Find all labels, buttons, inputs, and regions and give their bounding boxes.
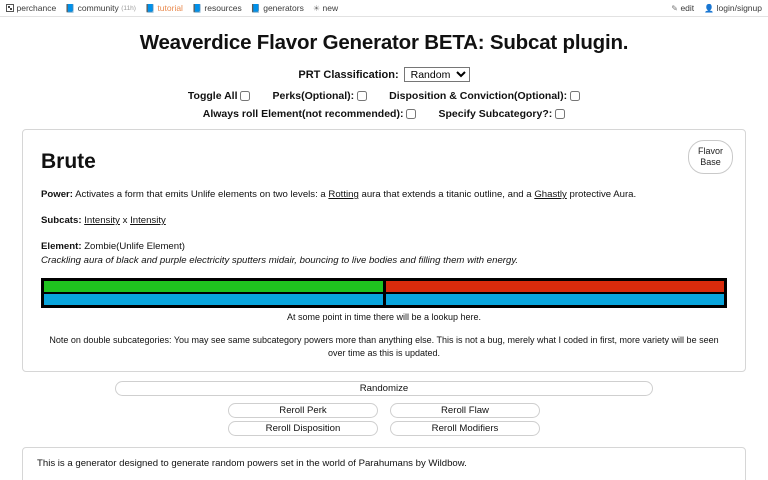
- randomize-button[interactable]: Randomize: [115, 381, 653, 396]
- checkbox-always-roll-element[interactable]: [406, 109, 417, 119]
- element-paragraph: Element: Zombie(Unlife Element) Cracklin…: [41, 240, 733, 267]
- prt-classification-label: PRT Classification:: [298, 68, 399, 81]
- globe-icon: ☀: [312, 3, 321, 13]
- prt-classification-row: PRT Classification: Random: [0, 67, 768, 82]
- power-paragraph: Power: Activates a form that emits Unlif…: [41, 188, 733, 201]
- double-subcategory-note: Note on double subcategories: You may se…: [49, 335, 719, 358]
- color-bar-bottom-row: [44, 294, 724, 305]
- subcats-label: Subcats:: [41, 215, 82, 226]
- reroll-flaw-button[interactable]: Reroll Flaw: [390, 403, 540, 418]
- controls-panel: PRT Classification: Random Toggle All Pe…: [0, 67, 768, 120]
- checkbox-specify-subcategory[interactable]: [555, 109, 566, 119]
- nav-item-resources[interactable]: 📘 resources: [192, 3, 242, 13]
- book-icon: 📘: [65, 3, 76, 13]
- book-icon: 📘: [191, 3, 202, 13]
- options-row-2: Always roll Element(not recommended): Sp…: [0, 108, 768, 120]
- nav-item-tutorial[interactable]: 📘 tutorial: [145, 3, 183, 13]
- reroll-modifiers-button[interactable]: Reroll Modifiers: [390, 421, 540, 436]
- nav-label-generators: generators: [263, 3, 304, 13]
- element-label: Element:: [41, 241, 82, 252]
- flavor-base-button[interactable]: Flavor Base: [687, 140, 733, 174]
- pencil-icon: ✎: [671, 3, 678, 13]
- checkbox-disposition-conviction[interactable]: [570, 91, 581, 101]
- power-link-rotting[interactable]: Rotting: [328, 189, 359, 200]
- nav-label-new: new: [322, 3, 339, 13]
- perchance-logo-icon: [6, 4, 14, 12]
- subcats-paragraph: Subcats: Intensity x Intensity: [41, 214, 733, 227]
- option-label-perks: Perks(Optional):: [272, 90, 355, 102]
- option-always-roll-element[interactable]: Always roll Element(not recommended):: [203, 108, 417, 120]
- description-text: This is a generator designed to generate…: [37, 458, 467, 469]
- option-disposition-conviction[interactable]: Disposition & Conviction(Optional):: [389, 90, 581, 102]
- element-value: Zombie(Unlife Element): [81, 241, 185, 252]
- nav-label-login-signup: login/signup: [716, 3, 762, 13]
- option-label-disposition-conviction: Disposition & Conviction(Optional):: [389, 90, 568, 102]
- top-navigation-bar: perchance 📘 community (11h) 📘 tutorial 📘…: [0, 0, 768, 17]
- reroll-column-left: Reroll Perk Reroll Disposition: [228, 403, 378, 436]
- color-bar-top-row: [44, 281, 724, 292]
- subcat-link-b[interactable]: Intensity: [130, 215, 166, 226]
- randomize-row: Randomize: [0, 381, 768, 396]
- power-label: Power:: [41, 189, 73, 200]
- nav-sub-community: (11h): [121, 4, 136, 12]
- page-title: Weaverdice Flavor Generator BETA: Subcat…: [139, 31, 629, 54]
- book-icon: 📘: [144, 3, 155, 13]
- nav-label-resources: resources: [204, 3, 242, 13]
- subcat-link-a[interactable]: Intensity: [84, 215, 120, 226]
- nav-item-login-signup[interactable]: 👤 login/signup: [704, 3, 762, 13]
- result-card: Brute Flavor Base Power: Activates a for…: [22, 129, 746, 372]
- color-segment-bottom-right: [385, 294, 724, 305]
- flavor-color-bars: [41, 278, 727, 308]
- checkbox-toggle-all[interactable]: [240, 91, 251, 101]
- option-label-toggle-all: Toggle All: [187, 90, 238, 102]
- nav-right-group: ✎ edit 👤 login/signup: [671, 3, 762, 13]
- nav-left-group: perchance 📘 community (11h) 📘 tutorial 📘…: [6, 3, 338, 13]
- nav-label-community: community: [77, 3, 119, 13]
- result-card-header: Brute Flavor Base: [35, 140, 733, 174]
- nav-label-perchance: perchance: [16, 3, 57, 13]
- result-heading: Brute: [41, 150, 96, 173]
- element-description: Crackling aura of black and purple elect…: [41, 255, 519, 266]
- option-specify-subcategory[interactable]: Specify Subcategory?:: [438, 108, 566, 120]
- description-card: This is a generator designed to generate…: [22, 447, 746, 480]
- nav-label-tutorial: tutorial: [157, 3, 183, 13]
- nav-item-new[interactable]: ☀ new: [313, 3, 338, 13]
- nav-item-perchance[interactable]: perchance: [6, 3, 56, 13]
- nav-item-generators[interactable]: 📘 generators: [251, 3, 304, 13]
- color-segment-top-right: [385, 281, 724, 292]
- checkbox-perks[interactable]: [357, 91, 368, 101]
- power-text-part3: protective Aura.: [566, 189, 637, 200]
- prt-classification-select[interactable]: Random: [403, 67, 470, 82]
- color-segment-top-left: [44, 281, 383, 292]
- reroll-perk-button[interactable]: Reroll Perk: [228, 403, 378, 418]
- reroll-column-right: Reroll Flaw Reroll Modifiers: [390, 403, 540, 436]
- option-perks[interactable]: Perks(Optional):: [272, 90, 368, 102]
- options-row-1: Toggle All Perks(Optional): Disposition …: [0, 90, 768, 102]
- power-text-part2: aura that extends a titanic outline, and…: [358, 189, 535, 200]
- option-label-specify-subcategory: Specify Subcategory?:: [438, 108, 553, 120]
- power-link-ghastly[interactable]: Ghastly: [534, 189, 567, 200]
- option-toggle-all[interactable]: Toggle All: [188, 90, 251, 102]
- reroll-disposition-button[interactable]: Reroll Disposition: [228, 421, 378, 436]
- nav-item-edit[interactable]: ✎ edit: [671, 3, 694, 13]
- reroll-button-grid: Reroll Perk Reroll Disposition Reroll Fl…: [0, 403, 768, 436]
- person-icon: 👤: [704, 3, 715, 13]
- nav-item-community[interactable]: 📘 community (11h): [65, 3, 136, 13]
- nav-label-edit: edit: [680, 3, 695, 13]
- subcat-separator: x: [119, 215, 131, 226]
- power-text-part1: Activates a form that emits Unlife eleme…: [73, 189, 329, 200]
- option-label-always-roll-element: Always roll Element(not recommended):: [202, 108, 404, 120]
- book-icon: 📘: [250, 3, 261, 13]
- lookup-note: At some point in time there will be a lo…: [286, 312, 482, 322]
- color-segment-bottom-left: [44, 294, 383, 305]
